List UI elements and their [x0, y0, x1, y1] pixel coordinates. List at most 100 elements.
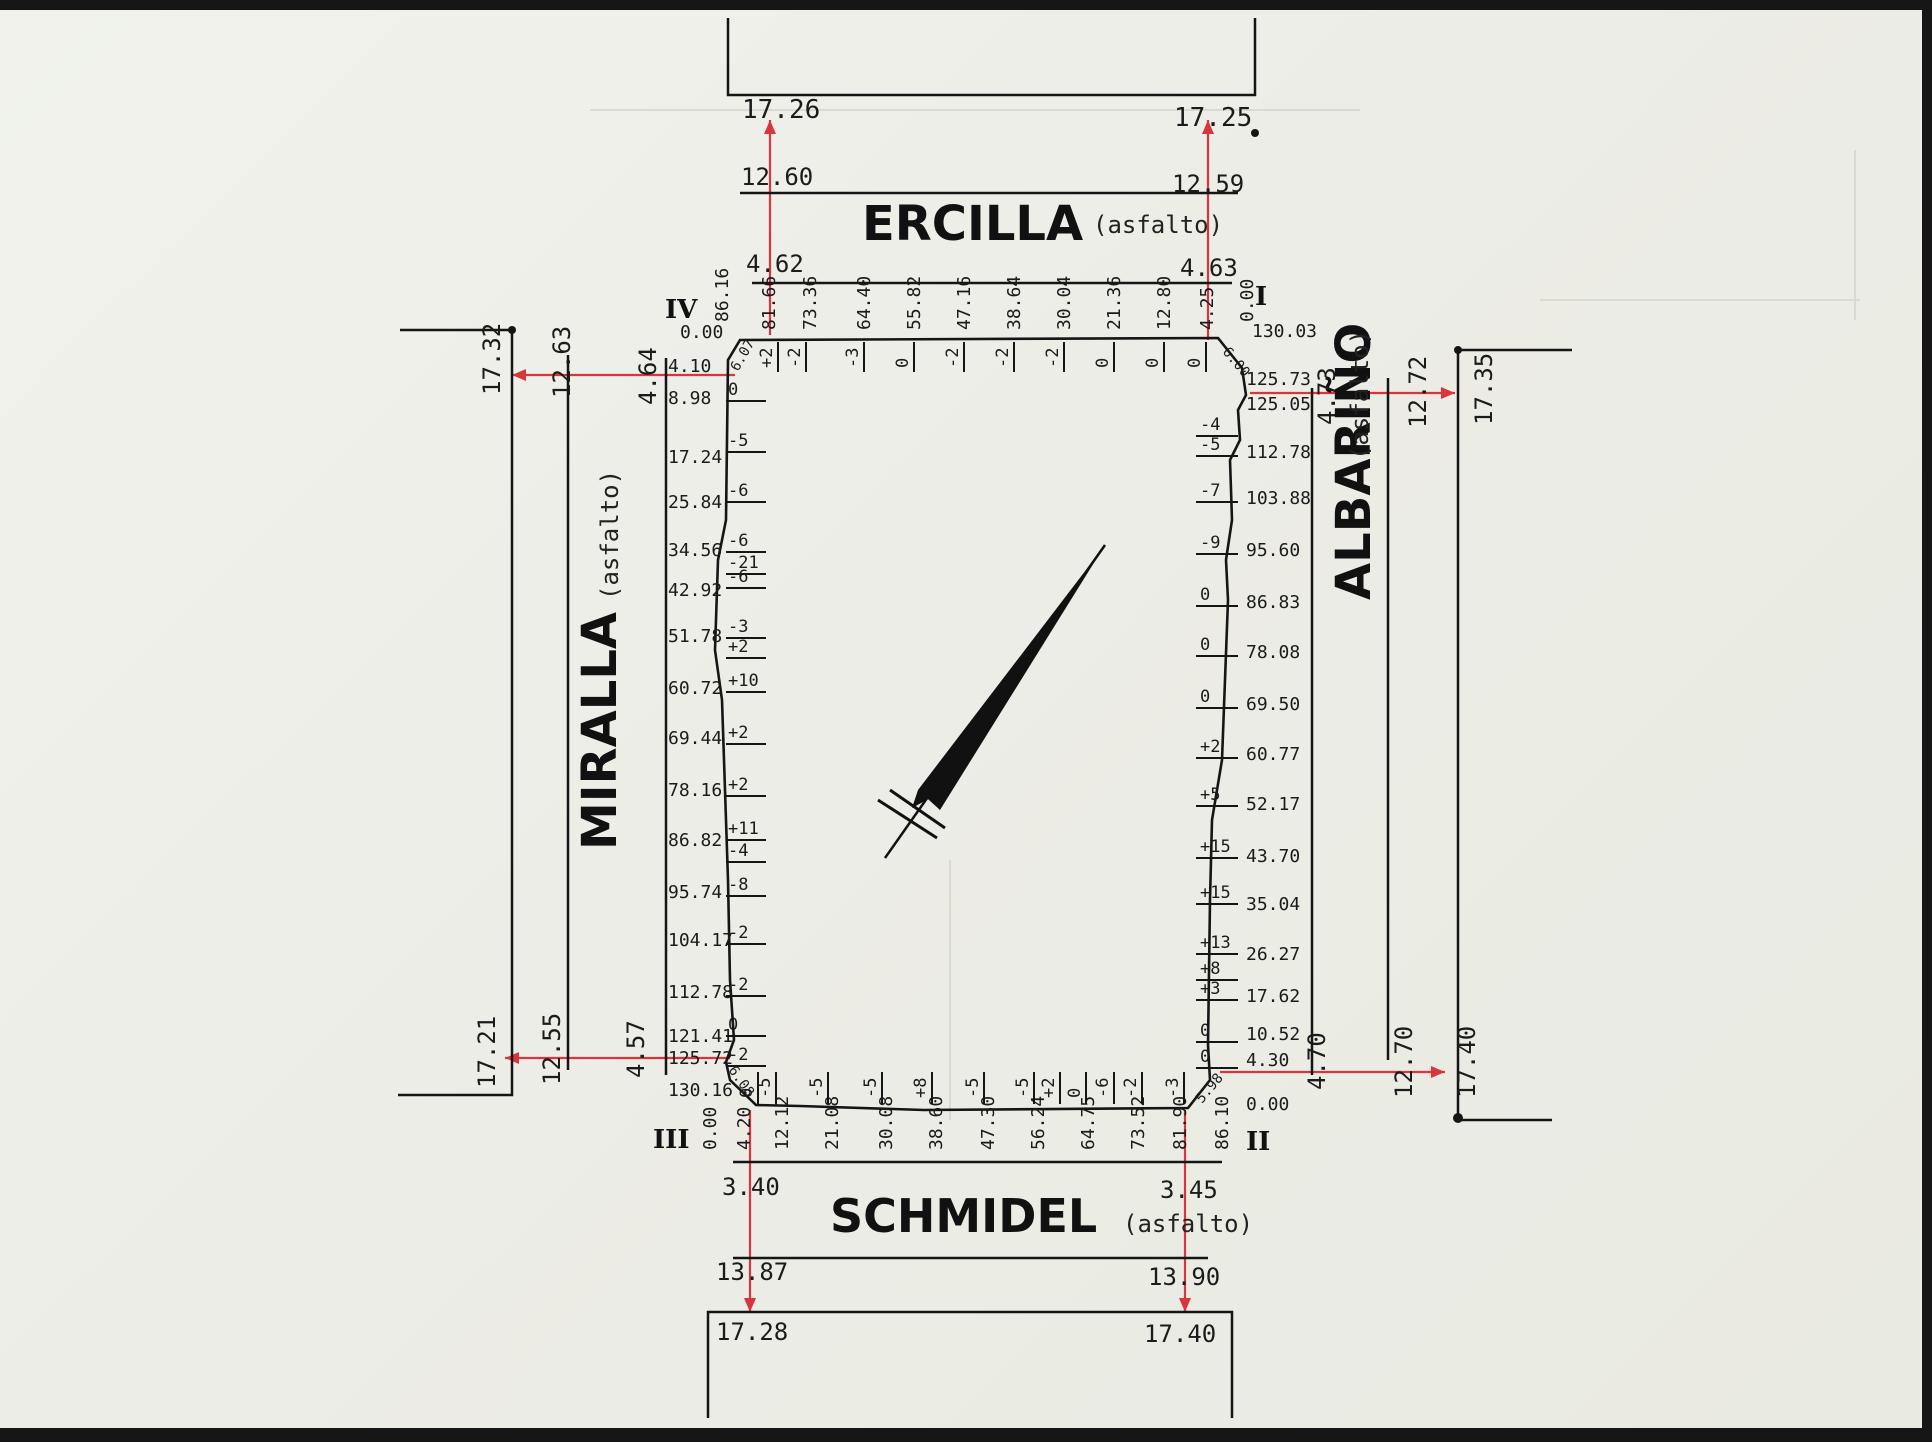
left-offset-label: -3 [728, 617, 748, 637]
right-offset-label: +15 [1200, 883, 1231, 903]
bottom-station-label: 64.75 [1078, 1096, 1099, 1150]
bottom-offset-label: -6 [1093, 1078, 1113, 1098]
bottom-station-label: 86.10 [1212, 1096, 1233, 1150]
corner-label-iv: IV [665, 295, 698, 325]
right-station-label: 17.62 [1246, 986, 1300, 1007]
right-station-label: 69.50 [1246, 694, 1300, 715]
left-offset-label: -6 [728, 531, 748, 551]
corner-label-ii: II [1246, 1127, 1270, 1157]
right-station-label: 35.04 [1246, 894, 1300, 915]
width-bottom-mid-left: 13.87 [716, 1258, 788, 1286]
left-station-label: 69.44 [668, 728, 722, 749]
width-top-outer-right: 17.25 [1174, 103, 1252, 133]
top-offset-label: -2 [785, 348, 805, 368]
bottom-offset-label: 0 [1065, 1088, 1085, 1098]
right-station-label: 125.73 [1246, 369, 1311, 390]
width-top-mid-right: 12.59 [1172, 170, 1244, 198]
right-station-label: 52.17 [1246, 794, 1300, 815]
right-station-label: 86.83 [1246, 592, 1300, 613]
bottom-station-label: 56.24 [1028, 1096, 1049, 1150]
right-offset-label: +15 [1200, 837, 1231, 857]
left-offset-label: -8 [728, 875, 748, 895]
right-offset-label: +8 [1200, 959, 1220, 979]
right-offset-label: -5 [1200, 435, 1220, 455]
bottom-offset-label: -5 [1013, 1078, 1033, 1098]
left-station-label: 51.78 [668, 626, 722, 647]
chamfer-lines [727, 337, 1243, 1109]
left-station-label: 17.24 [668, 447, 722, 468]
right-offset-label: +13 [1200, 933, 1231, 953]
bottom-station-label: 12.12 [772, 1096, 793, 1150]
street-lines [398, 18, 1572, 1418]
bottom-offset-label: +8 [911, 1078, 931, 1098]
bottom-offset-label: 0 [737, 1088, 757, 1098]
top-station-label: 55.82 [904, 276, 925, 330]
scan-border-top [0, 0, 1932, 10]
right-offset-label: 0 [1200, 635, 1210, 655]
left-station-label: 112.78 [668, 982, 733, 1003]
left-offset-label: +2 [728, 637, 748, 657]
street-name-miralla: MIRALLA [572, 612, 628, 850]
left-station-label: 95.74 [668, 882, 722, 903]
bottom-offset-label: -5 [755, 1078, 775, 1098]
street-name-albarino: ALBARIÑO [1325, 323, 1382, 600]
left-station-label: 125.72 [668, 1048, 733, 1069]
left-offset-label: -21 [728, 553, 759, 573]
left-station-label: 25.84 [668, 492, 722, 513]
right-offset-label: +2 [1200, 737, 1220, 757]
left-street-boundary [398, 328, 514, 1097]
street-name-ercilla: ERCILLA [862, 196, 1083, 252]
scan-border-bottom [0, 1428, 1932, 1442]
left-station-label: 4.10 [668, 356, 711, 377]
width-right-inner-top: 4.73 [1313, 367, 1341, 425]
right-offset-label: +3 [1200, 979, 1220, 999]
width-right-outer-bottom: 17.40 [1453, 1026, 1481, 1098]
bottom-street-boundary [706, 1310, 1234, 1418]
width-bottom-outer-left: 17.28 [716, 1318, 788, 1346]
top-station-label: 47.16 [954, 276, 975, 330]
bottom-offset-label: -5 [963, 1078, 983, 1098]
top-station-label: 86.16 [712, 268, 733, 322]
street-name-schmidel: SCHMIDEL [830, 1189, 1097, 1243]
top-station-label: 64.40 [854, 276, 875, 330]
red-arrowheads [505, 120, 1455, 1312]
top-offset-label: 0 [1143, 358, 1163, 368]
right-station-label: 4.30 [1246, 1050, 1289, 1071]
width-right-outer-top: 17.35 [1470, 353, 1498, 425]
width-right-mid-bottom: 12.70 [1390, 1026, 1418, 1098]
right-station-label: 130.03 [1252, 321, 1317, 342]
top-offset-label: 0 [1185, 358, 1205, 368]
width-right-mid-top: 12.72 [1404, 356, 1432, 428]
top-station-label: 81.66 [759, 276, 780, 330]
width-left-outer-top: 17.32 [478, 323, 506, 395]
right-offset-label: -4 [1200, 415, 1220, 435]
width-top-mid-left: 12.60 [741, 163, 813, 191]
left-station-label: 60.72 [668, 678, 722, 699]
top-station-label: 4.25 [1197, 287, 1218, 330]
width-left-inner-bottom: 4.57 [622, 1020, 650, 1078]
right-station-label: 125.05 [1246, 394, 1311, 415]
bottom-station-label: 73.52 [1128, 1096, 1149, 1150]
right-street-boundary [1456, 348, 1572, 1122]
width-top-outer-left: 17.26 [742, 95, 820, 125]
left-station-label: 8.98 [668, 388, 711, 409]
top-offset-label: -3 [843, 348, 863, 368]
top-station-label: 12.80 [1154, 276, 1175, 330]
width-bottom-outer-right: 17.40 [1144, 1320, 1216, 1348]
top-offset-label: -2 [993, 348, 1013, 368]
street-note-miralla: (asfalto) [596, 470, 624, 600]
top-station-label: 21.36 [1104, 276, 1125, 330]
width-left-inner-top: 4.64 [634, 347, 662, 405]
bottom-offset-label: +2 [1039, 1078, 1059, 1098]
street-note-ercilla: (asfalto) [1093, 211, 1223, 239]
right-offset-label: 0 [1200, 687, 1210, 707]
corner-label-i: I [1255, 282, 1267, 312]
left-offset-label: +10 [728, 671, 759, 691]
top-station-label: 0.00 [1237, 279, 1258, 322]
top-offset-label: +2 [757, 348, 777, 368]
red-dimension-lines [505, 120, 1455, 1312]
paper-showthrough [590, 109, 1860, 1120]
